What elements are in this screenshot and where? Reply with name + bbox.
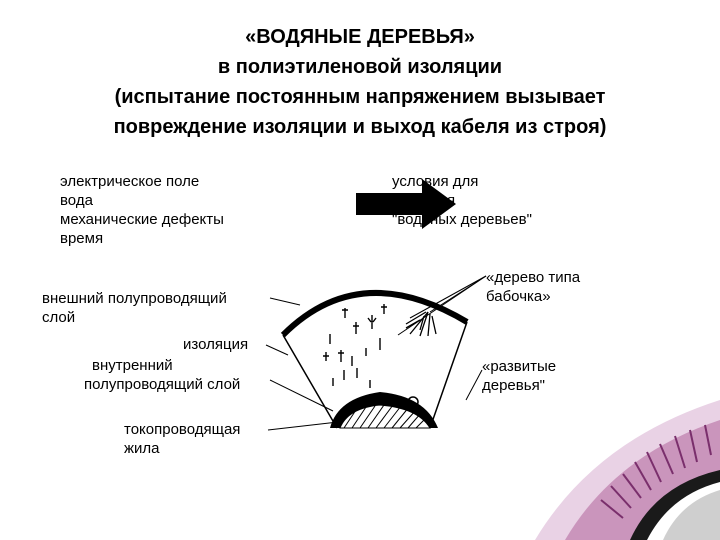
label-insulation: изоляция — [183, 336, 249, 353]
sector-right-edge — [429, 321, 468, 429]
label-butterfly-1: «дерево типа — [486, 269, 581, 286]
water-tree-photo — [535, 400, 720, 540]
right-arrow-icon — [356, 179, 456, 229]
label-outer-layer-2: слой — [42, 309, 76, 326]
bow-tie-trees — [323, 304, 387, 388]
label-inner-layer-2: полупроводящий слой — [84, 376, 241, 393]
label-outer-layer-1: внешний полупроводящий — [42, 290, 227, 307]
label-inner-layer-1: внутренний — [92, 357, 173, 374]
title-line-2: в полиэтиленовой изоляции — [217, 56, 503, 78]
label-vented-1: «развитые — [482, 358, 557, 375]
outer-semiconducting-layer — [280, 289, 469, 338]
label-conductor-2: жила — [124, 440, 160, 457]
label-vented-2: деревья" — [482, 377, 546, 394]
slide-title: «ВОДЯНЫЕ ДЕРЕВЬЯ» в полиэтиленовой изоля… — [0, 22, 720, 142]
condition-item: электрическое поле — [60, 173, 200, 190]
leader-lines — [265, 275, 487, 431]
conditions-list: электрическое поле вода механические деф… — [60, 172, 224, 248]
small-tree-mark — [407, 396, 419, 408]
result-line: условия для — [392, 173, 479, 190]
title-line-4: повреждение изоляции и выход кабеля из с… — [113, 116, 607, 138]
label-conductor-1: токопроводящая — [124, 421, 241, 438]
title-line-3: (испытание постоянным напряжением вызыва… — [114, 86, 606, 108]
condition-item: механические дефекты — [60, 211, 224, 228]
sector-left-edge — [282, 334, 338, 429]
condition-item: время — [60, 230, 104, 247]
title-line-1: «ВОДЯНЫЕ ДЕРЕВЬЯ» — [245, 26, 475, 48]
label-butterfly-2: бабочка» — [486, 288, 551, 305]
conductor-hatching — [343, 404, 427, 429]
condition-item: вода — [60, 192, 93, 209]
vented-tree — [405, 311, 437, 337]
